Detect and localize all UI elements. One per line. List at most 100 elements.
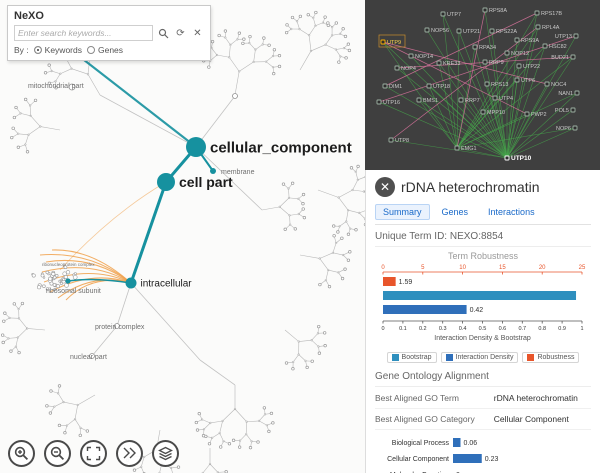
reset-icon[interactable]: ⟳ <box>176 27 185 39</box>
gene-node[interactable] <box>408 53 414 59</box>
gene-node[interactable] <box>574 90 580 96</box>
legend-robustness[interactable]: Robustness <box>522 352 580 363</box>
gene-node-label[interactable]: UTP7 <box>447 12 461 18</box>
radio-genes-icon[interactable] <box>86 46 95 54</box>
gene-node[interactable] <box>456 28 462 34</box>
gene-node[interactable] <box>492 95 498 101</box>
gene-node[interactable] <box>570 107 576 113</box>
legend-bootstrap[interactable]: Bootstrap <box>386 352 437 363</box>
gene-node[interactable] <box>472 44 478 50</box>
gene-node[interactable] <box>572 125 578 131</box>
gene-node-label[interactable]: BMS1 <box>423 98 438 104</box>
fit-to-screen-button[interactable] <box>80 440 107 467</box>
gene-node-label[interactable]: RPS9A <box>521 38 539 44</box>
gene-node-label[interactable]: RPA34 <box>479 45 496 51</box>
gene-node-label[interactable]: NOP6 <box>556 126 571 132</box>
gene-node-label[interactable]: UTP10 <box>511 155 532 162</box>
gene-node[interactable] <box>504 50 510 56</box>
gene-node[interactable] <box>454 145 460 151</box>
tree-node-label-cell_part[interactable]: cell part <box>179 174 233 190</box>
gene-node[interactable] <box>514 37 520 43</box>
gene-node[interactable] <box>440 11 446 17</box>
gene-node-label[interactable]: UTP9 <box>387 40 401 46</box>
gene-node[interactable] <box>535 24 541 30</box>
gene-node[interactable] <box>489 28 495 34</box>
gene-node-label[interactable]: RRP7 <box>465 98 480 104</box>
gene-node-label[interactable]: NAN1 <box>558 91 573 97</box>
gene-node-label[interactable]: RRP9 <box>489 60 504 66</box>
gene-node[interactable] <box>394 65 400 71</box>
gene-node[interactable] <box>380 39 386 45</box>
gene-node[interactable] <box>480 109 486 115</box>
gene-node[interactable] <box>504 155 510 161</box>
gene-node-label[interactable]: UTP16 <box>383 100 400 106</box>
gene-node-label[interactable]: UTP13 <box>555 34 572 40</box>
tree-node-label-cellular_component[interactable]: cellular_component <box>210 139 352 156</box>
gene-node-label[interactable]: NOP4 <box>401 66 416 72</box>
gene-node-label[interactable]: KRE33 <box>443 61 460 67</box>
gene-node[interactable] <box>570 54 576 60</box>
gene-node-label[interactable]: UTP6 <box>521 78 535 84</box>
gene-node-label[interactable]: MPP10 <box>487 110 505 116</box>
tree-node-cellular_component[interactable] <box>186 137 206 157</box>
gene-node-label[interactable]: RPS13 <box>491 82 508 88</box>
legend-interaction-density[interactable]: Interaction Density <box>440 352 519 363</box>
gene-node-label[interactable]: NOP12 <box>511 51 529 57</box>
tree-node-label-intracellular[interactable]: intracellular <box>141 279 193 290</box>
gene-node[interactable] <box>516 63 522 69</box>
zoom-out-button[interactable] <box>44 440 71 467</box>
gene-node[interactable] <box>416 97 422 103</box>
search-input[interactable] <box>14 25 153 41</box>
gene-node-label[interactable]: NOC4 <box>551 82 566 88</box>
gene-node[interactable] <box>388 137 394 143</box>
gene-node-label[interactable]: UTP18 <box>433 84 450 90</box>
gene-node[interactable] <box>524 111 530 117</box>
gene-node[interactable] <box>426 83 432 89</box>
gene-node[interactable] <box>482 59 488 65</box>
gene-node-label[interactable]: UTP4 <box>499 96 513 102</box>
gene-node-label[interactable]: RPS17B <box>541 11 562 17</box>
gene-node[interactable] <box>542 43 548 49</box>
gene-node-label[interactable]: BUD21 <box>551 55 569 61</box>
gene-node-label[interactable]: UTP22 <box>523 64 540 70</box>
tab-summary[interactable]: Summary <box>375 204 430 220</box>
gene-node-label[interactable]: UTP21 <box>463 29 480 35</box>
gene-node-label[interactable]: EMG1 <box>461 146 477 152</box>
gene-node-label[interactable]: UTP8 <box>395 138 409 144</box>
clear-icon[interactable]: ✕ <box>193 27 202 39</box>
gene-node-label[interactable]: NOP14 <box>415 54 433 60</box>
mode-keywords[interactable]: Keywords <box>33 45 82 55</box>
zoom-in-button[interactable] <box>8 440 35 467</box>
gene-node-label[interactable]: NOP56 <box>431 28 449 34</box>
tab-interactions[interactable]: Interactions <box>488 207 535 217</box>
search-icon[interactable] <box>157 27 170 40</box>
gene-node-label[interactable]: RPS8A <box>489 8 507 14</box>
tree-node-intracellular[interactable] <box>125 277 137 289</box>
gene-node[interactable] <box>514 77 520 83</box>
gene-node-label[interactable]: RPL4A <box>542 25 560 31</box>
gene-node[interactable] <box>544 81 550 87</box>
gene-node[interactable] <box>376 99 382 105</box>
expand-branches-button[interactable] <box>116 440 143 467</box>
gene-node[interactable] <box>573 33 579 39</box>
tab-genes[interactable]: Genes <box>441 207 469 217</box>
gene-node[interactable] <box>482 7 488 13</box>
gene-network-panel[interactable]: UTP7 RPS8A RPS17B NOP56 UTP21 RPS22A RPL4A UTP1… <box>365 0 600 170</box>
gene-node[interactable] <box>424 27 430 33</box>
mode-genes[interactable]: Genes <box>86 45 123 55</box>
gene-node[interactable] <box>458 97 464 103</box>
radio-keywords-icon[interactable] <box>33 46 42 54</box>
gene-node-label[interactable]: HSC82 <box>549 44 567 50</box>
gene-node[interactable] <box>534 10 540 16</box>
gene-node-label[interactable]: PWP2 <box>531 112 547 118</box>
gene-node[interactable] <box>436 60 442 66</box>
gene-node-label[interactable]: POL5 <box>555 108 569 114</box>
gene-node[interactable] <box>382 83 388 89</box>
gene-node-label[interactable]: DIM1 <box>389 84 402 90</box>
close-icon[interactable]: ✕ <box>375 177 395 197</box>
tree-node-cell_part[interactable] <box>157 173 175 191</box>
layers-button[interactable] <box>152 440 179 467</box>
gene-node[interactable] <box>484 81 490 87</box>
gene-node-label[interactable]: RPS22A <box>496 29 517 35</box>
